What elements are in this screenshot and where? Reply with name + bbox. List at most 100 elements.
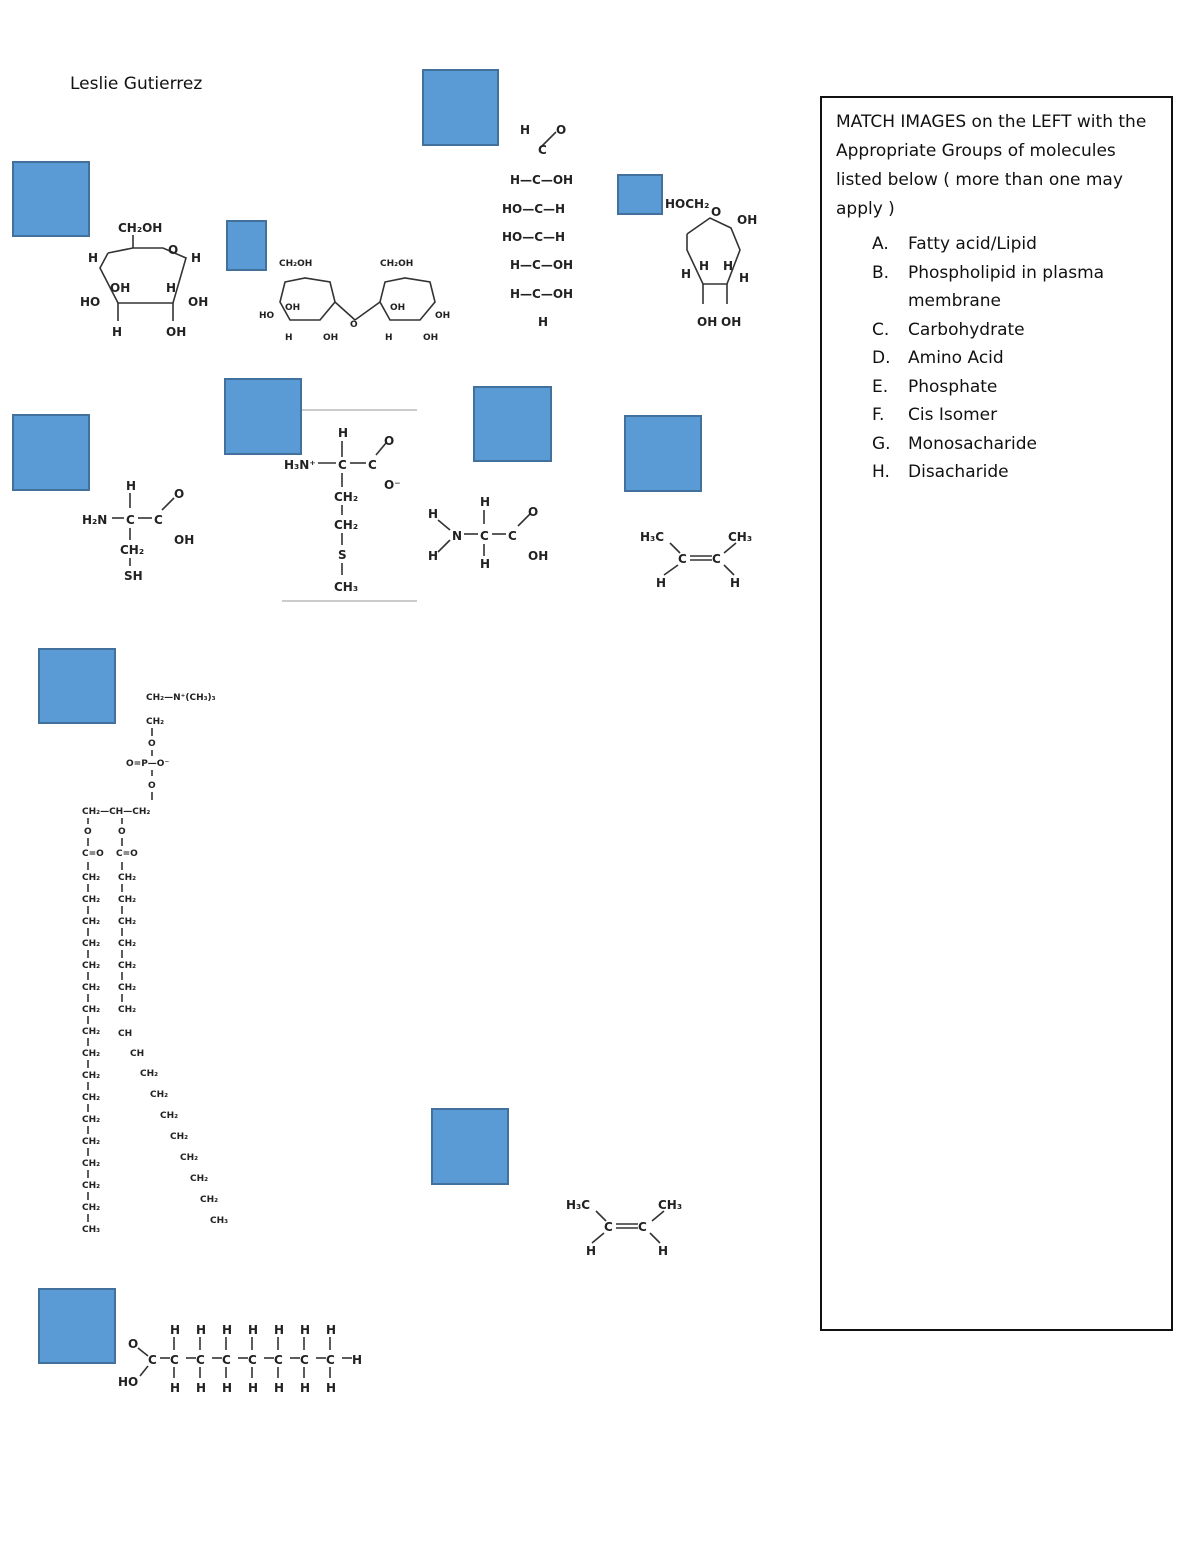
h-label: H: [170, 1381, 180, 1395]
o-label: O: [528, 505, 538, 519]
c-label: C: [326, 1353, 335, 1367]
h-label: H: [300, 1381, 310, 1395]
ch3-label: CH₃: [210, 1216, 228, 1226]
ch2-label: CH₂: [334, 490, 358, 504]
option-item: A.Fatty acid/Lipid: [836, 230, 1157, 259]
chain-row-4: H—C—OH: [510, 258, 573, 272]
c-label: C: [274, 1353, 283, 1367]
ch-label: CH: [130, 1049, 144, 1059]
answer-box-phospholipid[interactable]: [38, 648, 116, 724]
h-label: H: [285, 333, 293, 343]
ch2-label: CH₂: [334, 518, 358, 532]
c-label: C: [368, 458, 377, 472]
option-letter: F.: [872, 405, 885, 425]
oh-label: OH: [166, 325, 186, 339]
option-text: Fatty acid/Lipid: [908, 234, 1037, 254]
answer-box-fatty-acid[interactable]: [38, 1288, 116, 1364]
ch2-label: CH₂: [170, 1132, 188, 1142]
ch3-label: CH₃: [728, 530, 752, 544]
h-label: H: [326, 1381, 336, 1395]
o-minus-label: O⁻: [384, 478, 401, 492]
open-chain-sugar-structure: H O C H—C—OH HO—C—H HO—C—H H—C—OH H—C—OH…: [502, 123, 573, 329]
h-label: H: [248, 1381, 258, 1395]
choline-label: CH₂—N⁺(CH₃)₃: [146, 693, 216, 703]
option-text: Carbohydrate: [908, 319, 1025, 340]
answer-box-methionine[interactable]: [224, 378, 302, 455]
answer-box-open-chain-sugar[interactable]: [422, 69, 499, 146]
answer-box-cis-butene-1[interactable]: [624, 415, 702, 492]
ch2-label: CH₂: [82, 1005, 100, 1015]
ch2-label: CH₂: [82, 873, 100, 883]
ho-label: HO: [259, 311, 275, 321]
ch2-label: CH₂: [82, 1159, 100, 1169]
answer-box-glycine[interactable]: [473, 386, 552, 462]
h-label: H: [222, 1323, 232, 1337]
h-label: H: [480, 495, 490, 509]
h-label: H: [352, 1353, 362, 1367]
cis-butene-structure-1: H₃C CH₃ C C H H: [640, 530, 752, 590]
chain-row-2: HO—C—H: [502, 202, 565, 216]
option-letter: E.: [872, 376, 889, 397]
c-label: C: [712, 552, 721, 566]
h-label: H: [300, 1323, 310, 1337]
h-label: H: [170, 1323, 180, 1337]
c-label: C: [638, 1220, 647, 1234]
h-label: H: [88, 251, 98, 265]
ch2-label: CH₂: [118, 895, 136, 905]
ch3-label: CH₃: [82, 1225, 100, 1235]
o-label: O: [174, 487, 184, 501]
phospholipid-structure: CH₂—N⁺(CH₃)₃ CH₂ O O=P—O⁻ O CH₂—CH—CH₂ O…: [82, 693, 228, 1235]
option-letter: B.: [872, 262, 890, 283]
h-label: H: [222, 1381, 232, 1395]
disaccharide-structure: CH₂OH CH₂OH O HO OH OH OH H OH H OH: [259, 259, 450, 343]
h-label: H: [739, 271, 749, 285]
ch2-label: CH₂: [118, 983, 136, 993]
ch2-label: CH₂: [82, 1027, 100, 1037]
phosphate-label: O=P—O⁻: [126, 759, 169, 769]
c-label: C: [538, 143, 547, 157]
h2n-label: H₂N: [82, 513, 107, 527]
h-label: H: [681, 267, 691, 281]
h3n-label: H₃N⁺: [284, 458, 316, 472]
ch2-label: CH₂: [82, 1049, 100, 1059]
o-label: O: [118, 827, 126, 837]
ch2-label: CH₂: [82, 983, 100, 993]
h-label: H: [191, 251, 201, 265]
answer-box-cis-butene-2[interactable]: [431, 1108, 509, 1185]
c-label: C: [196, 1353, 205, 1367]
c-label: C: [338, 458, 347, 472]
options-list: A.Fatty acid/Lipid B.Phospholipid in pla…: [836, 230, 1157, 487]
h-label: H: [274, 1323, 284, 1337]
hoch2-label: HOCH₂: [665, 197, 709, 211]
oh-label: OH: [528, 549, 548, 563]
h-label: H: [730, 576, 740, 590]
answer-box-cysteine[interactable]: [12, 414, 90, 491]
h-label: H: [428, 507, 438, 521]
c-label: C: [678, 552, 687, 566]
ch2-label: CH₂: [82, 1203, 100, 1213]
glycerol-label: CH₂—CH—CH₂: [82, 807, 150, 817]
answer-box-glucose-ring[interactable]: [12, 161, 90, 237]
chain-row-5: H—C—OH: [510, 287, 573, 301]
answer-box-disaccharide[interactable]: [226, 220, 267, 271]
o-label: O: [384, 434, 394, 448]
h-label: H: [586, 1244, 596, 1258]
o-label: O: [148, 739, 156, 749]
oh-label: OH: [737, 213, 757, 227]
oh-label: OH: [285, 303, 300, 313]
ch2-label: CH₂: [180, 1153, 198, 1163]
ch2-label: CH₂: [82, 1071, 100, 1081]
answer-box-ribose[interactable]: [617, 174, 663, 215]
instructions-text: MATCH IMAGES on the LEFT with the Approp…: [836, 112, 1147, 219]
c-label: C: [300, 1353, 309, 1367]
option-item: G.Monosacharide: [836, 430, 1157, 459]
h-label: H: [274, 1381, 284, 1395]
o-label: O: [148, 781, 156, 791]
o-label: O: [128, 1337, 138, 1351]
ch2-label: CH₂: [82, 1137, 100, 1147]
h-label: H: [538, 315, 548, 329]
option-text: Amino Acid: [908, 348, 1004, 368]
n-label: N: [452, 529, 462, 543]
cis-butene-structure-2: H₃C CH₃ C C H H: [566, 1198, 682, 1258]
ch-label: CH: [118, 1029, 132, 1039]
